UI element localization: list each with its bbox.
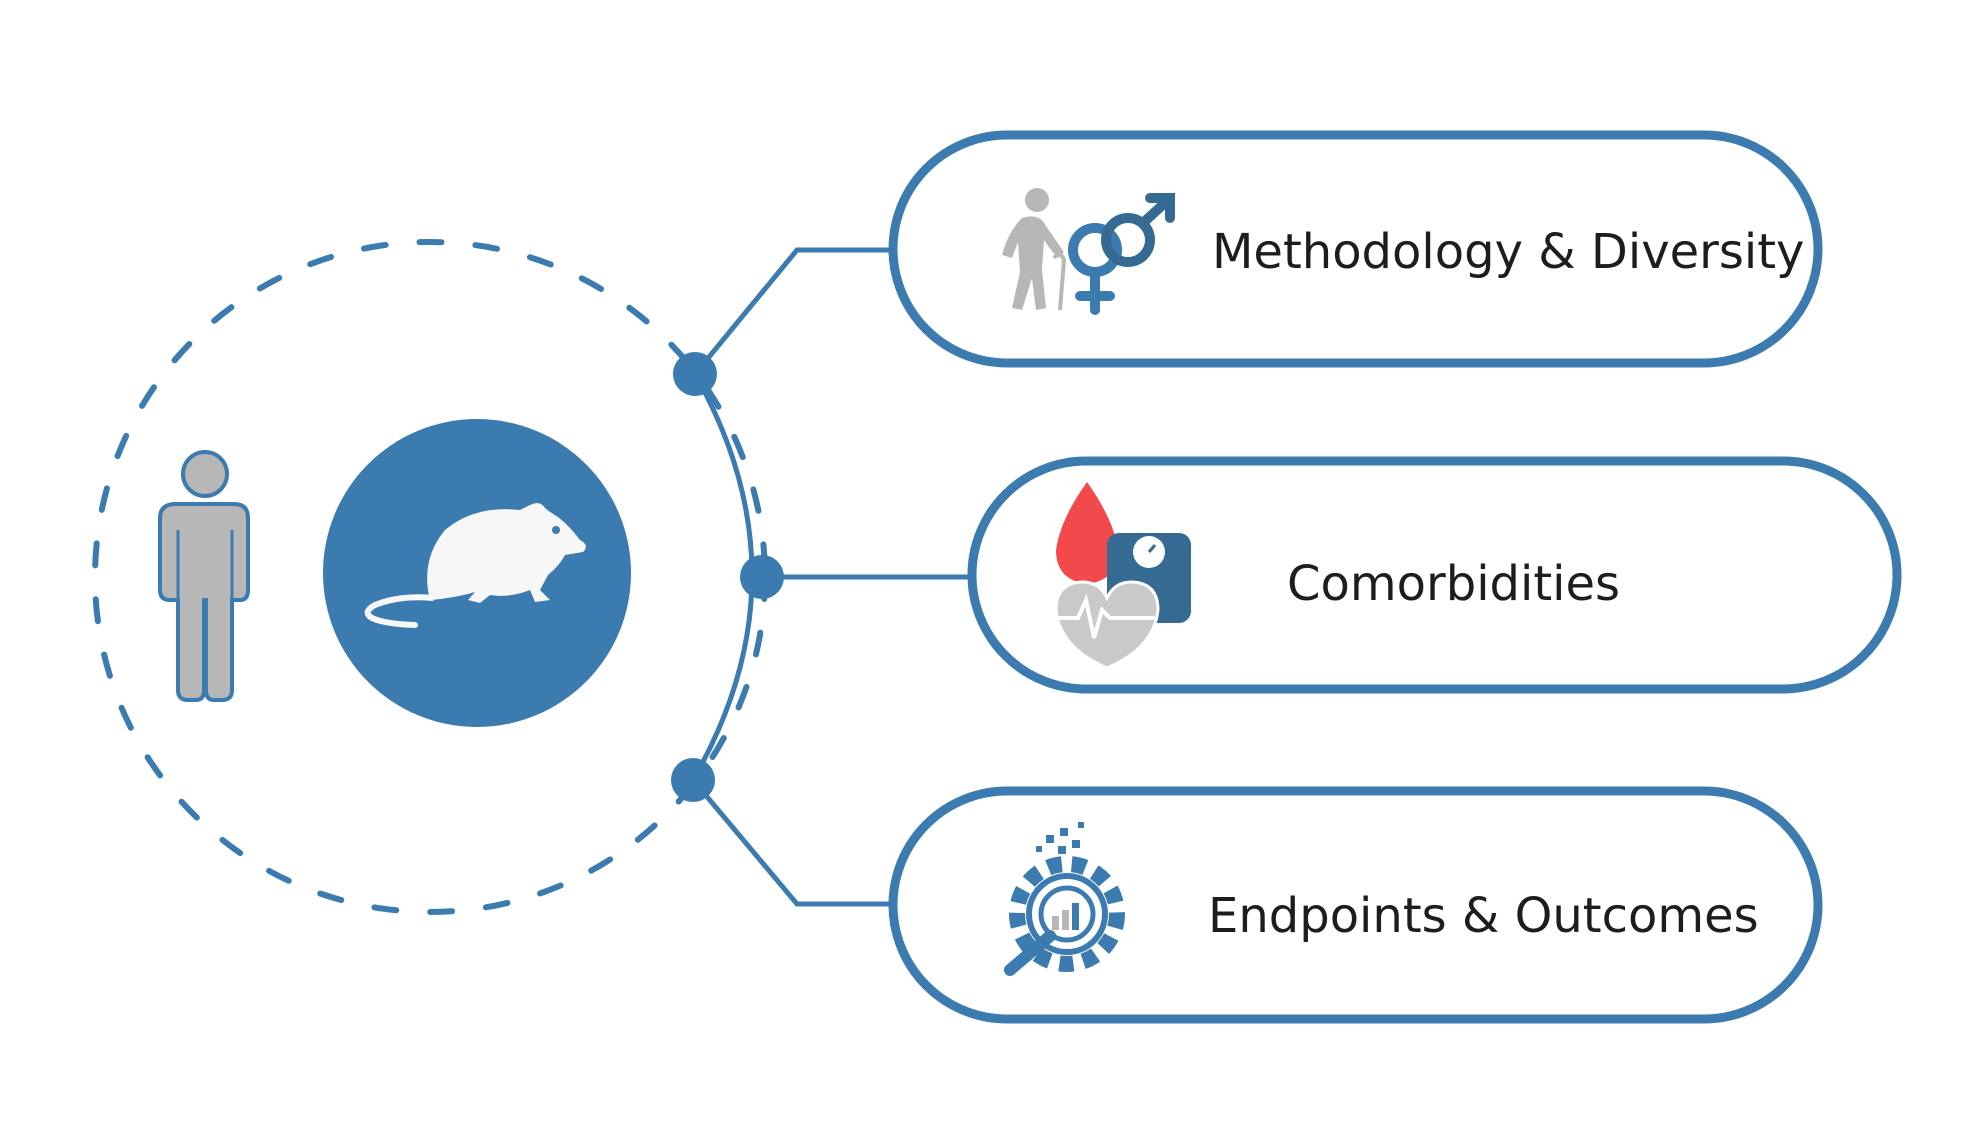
gender-symbols-icon [1068,193,1175,315]
human-figure-icon [158,450,250,702]
connector-dot-bottom [671,758,715,802]
connector-line-bottom [691,778,890,907]
gear-magnifier-chart-icon [1004,822,1125,976]
connector-dot-top [673,352,717,396]
connector-line-top [693,247,890,376]
pill-3-label: Endpoints & Outcomes [1208,888,1759,944]
pill-3-outline [888,786,1823,1024]
connector-dot-middle [740,555,784,599]
blood-drop-icon [1056,482,1118,584]
pill-2-label: Comorbidities [1287,556,1621,612]
heart-rate-icon [1054,580,1160,670]
pill-1-label: Methodology & Diversity [1212,224,1805,280]
pill-2-outline [967,456,1902,694]
elderly-person-icon [1002,188,1067,311]
rat-icon [364,503,586,628]
pill-1-outline [888,130,1823,368]
